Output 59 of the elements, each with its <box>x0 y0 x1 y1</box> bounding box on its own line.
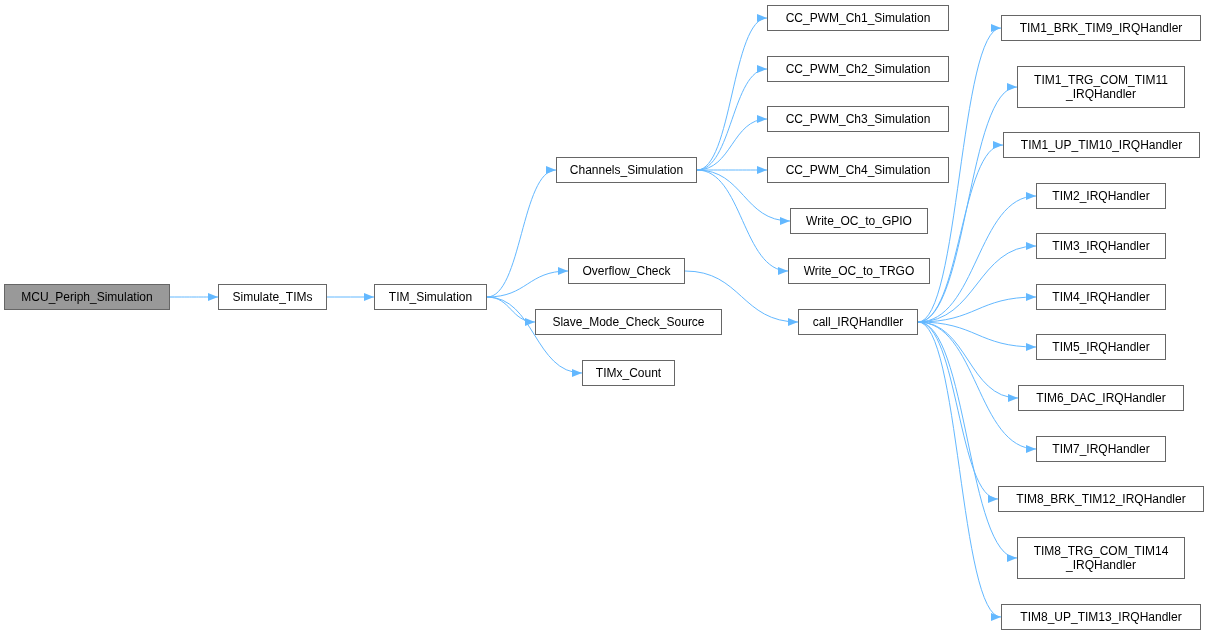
function-box <box>1036 334 1166 360</box>
function-box <box>218 284 327 310</box>
function-name: TIM1_TRG_COM_TIM11 _IRQHandler <box>1033 73 1169 101</box>
function-box <box>1036 233 1166 259</box>
function-name: Simulate_TIMs <box>232 290 313 304</box>
function-box <box>788 258 930 284</box>
function-name: CC_PWM_Ch4_Simulation <box>785 163 931 177</box>
function-name: Write_OC_to_GPIO <box>806 214 912 228</box>
function-box <box>582 360 675 386</box>
function-name: CC_PWM_Ch2_Simulation <box>785 62 931 76</box>
function-name: MCU_Periph_Simulation <box>21 290 153 304</box>
function-name: CC_PWM_Ch1_Simulation <box>785 11 931 25</box>
arrow <box>486 296 583 376</box>
function-name: TIM7_IRQHandler <box>1052 442 1150 456</box>
function-box <box>790 208 928 234</box>
arrow <box>326 293 375 301</box>
arrow <box>169 293 219 301</box>
function-box <box>767 5 949 31</box>
function-name: TIM1_BRK_TIM9_IRQHandler <box>1019 21 1183 35</box>
function-box <box>1036 436 1166 462</box>
function-box <box>1018 385 1184 411</box>
function-box <box>1001 15 1201 41</box>
function-name: Overflow_Check <box>582 264 671 278</box>
function-name: TIM6_DAC_IRQHandler <box>1036 391 1166 405</box>
function-name: CC_PWM_Ch3_Simulation <box>785 112 931 126</box>
function-box <box>767 106 949 132</box>
function-box <box>998 486 1204 512</box>
function-box <box>556 157 697 183</box>
arrow <box>486 267 569 298</box>
function-name: TIMx_Count <box>595 366 662 380</box>
function-name: TIM_Simulation <box>388 290 473 304</box>
function-box <box>535 309 722 335</box>
function-box <box>798 309 918 335</box>
function-box <box>767 157 949 183</box>
function-name: TIM5_IRQHandler <box>1052 340 1150 354</box>
function-box <box>568 258 685 284</box>
function-name: TIM8_TRG_COM_TIM14 _IRQHandler <box>1032 544 1170 572</box>
function-box <box>374 284 487 310</box>
function-name: TIM8_UP_TIM13_IRQHandler <box>1020 610 1182 624</box>
function-name: TIM3_IRQHandler <box>1052 239 1150 253</box>
function-box <box>1036 284 1166 310</box>
arrow <box>684 270 799 326</box>
arrow <box>917 321 1002 618</box>
function-name: TIM4_IRQHandler <box>1052 290 1150 304</box>
function-name: Write_OC_to_TRGO <box>803 264 915 278</box>
function-name: TIM8_BRK_TIM12_IRQHandler <box>1016 492 1186 506</box>
function-box <box>767 56 949 82</box>
function-name: TIM1_UP_TIM10_IRQHandler <box>1020 138 1183 152</box>
function-name: Channels_Simulation <box>569 163 684 177</box>
function-box <box>1036 183 1166 209</box>
function-box <box>4 284 170 310</box>
function-box <box>1017 537 1185 579</box>
function-box <box>1003 132 1200 158</box>
function-box <box>1017 66 1185 108</box>
function-name: call_IRQHandller <box>812 315 904 329</box>
function-box <box>1001 604 1201 630</box>
function-name: Slave_Mode_Check_Source <box>552 315 705 329</box>
arrow <box>696 169 789 274</box>
function-name: TIM2_IRQHandler <box>1052 189 1150 203</box>
